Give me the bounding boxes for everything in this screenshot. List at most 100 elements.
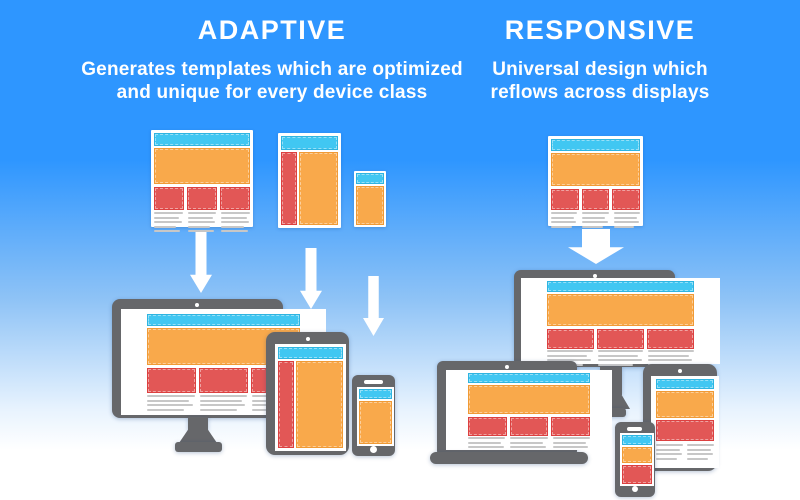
mock-text-columns [551, 212, 640, 230]
responsive-tablet-screen [651, 376, 719, 468]
mock-hero-block [656, 391, 714, 418]
mock-feature-block [581, 189, 610, 210]
mock-text-column [597, 350, 644, 368]
mock-header-bar [278, 347, 343, 359]
adaptive-template-desktop [151, 130, 253, 232]
responsive-laptop-screen [446, 370, 612, 450]
responsive-template [548, 136, 643, 228]
mock-feature-row [154, 187, 250, 210]
responsive-laptop [437, 361, 612, 453]
responsive-subtitle-line1: Universal design which [492, 59, 708, 80]
mock-text-column [687, 444, 714, 462]
mock-main-block [296, 361, 343, 448]
down-arrow-icon [190, 232, 212, 293]
mock-feature-block [468, 417, 507, 436]
mock-feature-block [551, 189, 579, 210]
adaptive-monitor [112, 299, 326, 418]
adaptive-template-tablet [278, 133, 341, 228]
mock-header-bar [359, 389, 392, 399]
camera-dot-icon [593, 274, 597, 278]
mock-text-column [552, 437, 590, 451]
adaptive-subtitle-line2: and unique for every device class [116, 82, 428, 103]
adaptive-template-phone [354, 171, 386, 227]
speaker-slot-icon [627, 427, 642, 431]
camera-dot-icon [306, 337, 310, 341]
monitor-stand-neck [188, 417, 208, 431]
mock-text-columns [656, 444, 714, 462]
mock-main-block [299, 152, 338, 225]
mock-feature-block [187, 187, 217, 210]
adaptive-tablet-screen [275, 344, 346, 451]
mock-feature-row [551, 189, 641, 210]
responsive-phone-screen [620, 433, 654, 486]
mock-header-bar [281, 136, 338, 150]
camera-dot-icon [678, 369, 682, 373]
down-arrow-glow-icon [568, 229, 624, 264]
adaptive-phone [352, 375, 395, 456]
mock-header-bar [468, 373, 590, 383]
mock-header-bar [147, 314, 300, 326]
adaptive-title: ADAPTIVE [197, 15, 347, 45]
mock-feature-block [547, 329, 594, 349]
responsive-subtitle-line2: reflows across displays [490, 82, 710, 103]
responsive-monitor [514, 270, 720, 367]
camera-dot-icon [505, 365, 509, 369]
mock-header-bar [356, 173, 384, 184]
mock-text-column [510, 437, 548, 451]
mock-feature-block [154, 187, 184, 210]
adaptive-subtitle-line1: Generates templates which are optimized [81, 59, 463, 80]
mock-hero-block [468, 385, 590, 414]
responsive-monitor-screen [521, 278, 720, 366]
mock-feature-block [597, 329, 644, 349]
mock-header-bar [656, 379, 714, 389]
mock-feature-block [147, 368, 196, 393]
mock-text-column [613, 212, 640, 230]
mock-text-column [656, 444, 683, 462]
responsive-tablet [643, 364, 719, 471]
mock-hero-block [547, 294, 694, 326]
mock-text-column [199, 395, 248, 413]
laptop-base [430, 452, 588, 464]
mock-feature-block [656, 420, 714, 441]
mock-header-bar [622, 435, 652, 445]
mock-feature-row [547, 329, 694, 349]
adaptive-phone-screen [357, 387, 394, 446]
mock-main-block [359, 401, 392, 444]
mock-main-block [356, 186, 384, 225]
home-button-icon [370, 446, 377, 453]
down-arrow-icon [300, 248, 322, 309]
mock-text-columns [468, 437, 590, 451]
mock-feature-block [509, 417, 549, 436]
mock-text-column [154, 212, 183, 235]
mock-header-bar [551, 139, 640, 151]
mock-feature-block [612, 189, 641, 210]
mock-feature-block [551, 417, 591, 436]
home-button-icon [632, 486, 638, 492]
mock-text-column [468, 437, 506, 451]
speaker-slot-icon [364, 380, 383, 384]
mock-text-column [147, 395, 195, 413]
responsive-title: RESPONSIVE [504, 15, 696, 45]
adaptive-tablet [266, 332, 349, 455]
camera-dot-icon [195, 303, 199, 307]
mock-feature-block [220, 187, 250, 210]
mock-feature-block [199, 368, 248, 393]
mock-feature-block [647, 329, 694, 349]
mock-text-column [221, 212, 251, 235]
mock-sidebar-block [281, 152, 297, 225]
mock-text-column [582, 212, 609, 230]
mock-split-row [278, 361, 343, 448]
responsive-phone [615, 422, 655, 497]
monitor-stand-base [175, 442, 222, 452]
mock-text-columns [154, 212, 251, 235]
mock-hero-block [154, 148, 250, 184]
mock-feature-row [468, 417, 591, 436]
mock-hero-block [622, 447, 652, 463]
mock-text-column [187, 212, 217, 235]
down-arrow-icon [363, 276, 384, 336]
mock-text-column [551, 212, 578, 230]
mock-header-bar [154, 133, 250, 146]
mock-header-bar [547, 281, 694, 292]
mock-feature-block [622, 465, 652, 484]
